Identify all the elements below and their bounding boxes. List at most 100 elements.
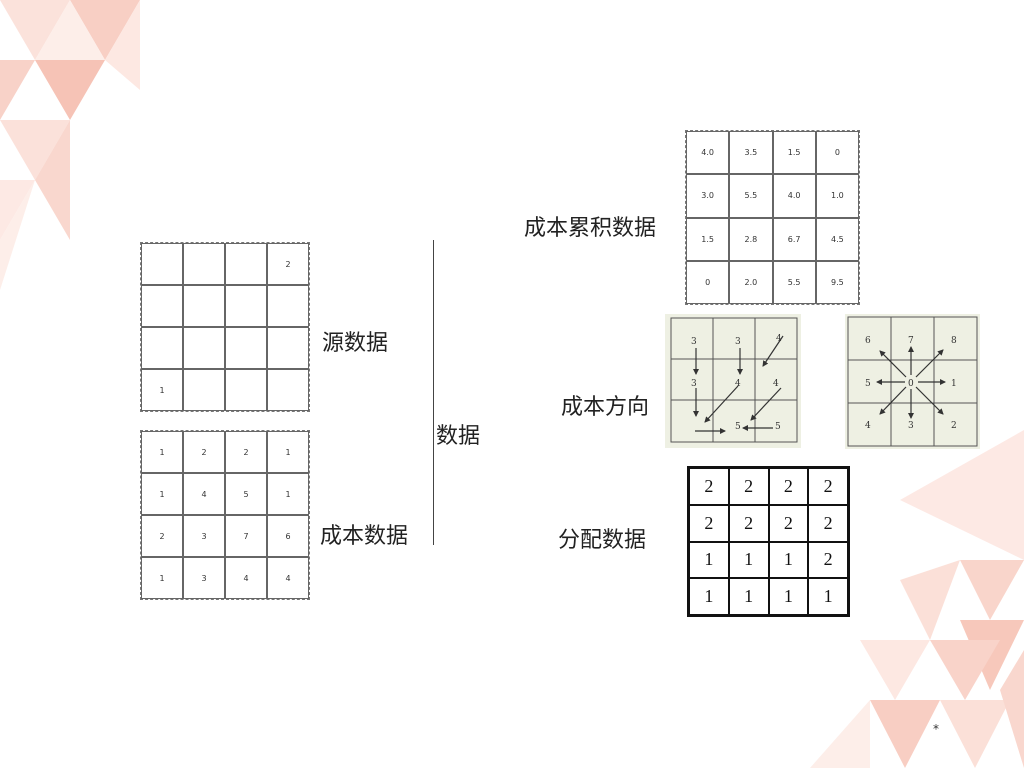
grid-cell: 1 [808, 578, 848, 615]
grid-cell: 9.5 [815, 260, 859, 304]
grid-cell: 1.5 [772, 131, 816, 175]
grid-cell [183, 327, 225, 369]
grid-cell [267, 369, 309, 411]
grid-cell: 4.0 [772, 174, 816, 218]
grid-cell: 1 [141, 557, 183, 599]
grid-cell: 1 [728, 541, 769, 579]
direction-key-value: 6 [865, 336, 871, 346]
direction-key-value: 8 [951, 336, 957, 346]
grid-cell: 3.0 [686, 174, 730, 218]
direction-key-value: 5 [865, 379, 871, 389]
direction-key-value: 0 [908, 379, 914, 389]
grid-cell: 3 [183, 515, 225, 557]
grid-cell: 6.7 [772, 217, 816, 261]
grid-cell: 1 [141, 369, 183, 411]
grid-cell: 1 [267, 431, 309, 473]
grid-cell: 1 [267, 473, 309, 515]
grid-cell: 2 [689, 504, 729, 542]
grid-cell: 1 [141, 431, 183, 473]
grid-cell [267, 285, 309, 327]
grid-cell: 1 [141, 473, 183, 515]
grid-cell: 2 [225, 431, 267, 473]
allocation-data-grid: 2 2 2 2 2 2 2 2 1 1 1 2 1 1 1 1 [687, 466, 850, 617]
cost-data-grid: 1 2 2 1 1 4 5 1 2 3 7 6 1 3 4 4 [140, 430, 310, 600]
direction-value: 5 [735, 422, 741, 432]
cost-accumulation-grid: 4.0 3.5 1.5 0 3.0 5.5 4.0 1.0 1.5 2.8 6.… [685, 130, 860, 305]
cost-direction-label: 成本方向 [561, 395, 650, 420]
grid-cell [267, 327, 309, 369]
grid-cell [225, 243, 267, 285]
grid-cell: 4 [183, 473, 225, 515]
grid-cell: 7 [225, 515, 267, 557]
grid-cell: 1.0 [815, 174, 859, 218]
grid-cell: 2 [728, 468, 769, 505]
direction-key-value: 2 [951, 421, 957, 431]
direction-key-value: 7 [908, 336, 914, 346]
bracket-line [433, 240, 434, 545]
direction-key-grid: 6 7 8 5 0 1 4 3 2 [845, 314, 980, 449]
grid-cell: 6 [267, 515, 309, 557]
grid-cell: 2 [689, 468, 729, 505]
grid-cell: 2 [141, 515, 183, 557]
grid-cell: 2 [808, 468, 848, 505]
grid-cell: 1 [768, 541, 809, 579]
grid-cell: 3.5 [729, 131, 773, 175]
cost-data-label: 成本数据 [320, 524, 409, 549]
grid-cell: 5.5 [772, 260, 816, 304]
grid-cell: 2 [808, 541, 848, 579]
allocation-data-label: 分配数据 [558, 528, 647, 553]
grid-cell [183, 285, 225, 327]
direction-value: 4 [773, 379, 779, 389]
grid-cell [141, 285, 183, 327]
grid-cell: 2.0 [729, 260, 773, 304]
grid-cell [225, 369, 267, 411]
grid-cell: 2 [183, 431, 225, 473]
grid-cell: 5.5 [729, 174, 773, 218]
grid-cell: 2.8 [729, 217, 773, 261]
grid-cell: 1 [689, 578, 729, 615]
grid-cell: 4.5 [815, 217, 859, 261]
source-data-grid: 2 1 [140, 242, 310, 412]
direction-value: 3 [691, 379, 697, 389]
top-left-triangles [0, 0, 140, 290]
grid-cell: 2 [267, 243, 309, 285]
grid-cell: 2 [768, 468, 809, 505]
direction-key-value: 1 [951, 379, 957, 389]
grid-cell: 1.5 [686, 217, 730, 261]
direction-value: 5 [775, 422, 781, 432]
grid-cell: 1 [728, 578, 769, 615]
grid-cell: 0 [686, 260, 730, 304]
grid-cell: 1 [689, 541, 729, 579]
grid-cell [141, 327, 183, 369]
grid-cell: 1 [768, 578, 809, 615]
grid-cell: 4 [267, 557, 309, 599]
direction-value: 3 [735, 337, 741, 347]
grid-cell: 4.0 [686, 131, 730, 175]
grid-cell: 2 [808, 504, 848, 542]
source-data-label: 源数据 [322, 331, 389, 356]
grid-cell [225, 327, 267, 369]
direction-key-value: 4 [865, 421, 871, 431]
grid-cell: 0 [815, 131, 859, 175]
footer-mark: * [933, 722, 939, 736]
cell-value: 1 [159, 385, 165, 395]
cost-accumulation-label: 成本累积数据 [524, 216, 657, 241]
grid-cell: 5 [225, 473, 267, 515]
data-label: 数据 [436, 424, 481, 449]
grid-cell [141, 243, 183, 285]
cell-value: 2 [285, 259, 291, 269]
cost-direction-grid: 3 3 4 3 4 4 5 5 [665, 314, 801, 448]
grid-cell: 3 [183, 557, 225, 599]
grid-cell: 2 [768, 504, 809, 542]
direction-value: 3 [691, 337, 697, 347]
grid-cell [183, 369, 225, 411]
direction-key-value: 3 [908, 421, 914, 431]
grid-cell [183, 243, 225, 285]
bottom-right-triangles [810, 430, 1024, 768]
direction-value: 4 [776, 334, 782, 344]
grid-cell: 4 [225, 557, 267, 599]
direction-value: 4 [735, 379, 741, 389]
grid-cell: 2 [728, 504, 769, 542]
grid-cell [225, 285, 267, 327]
